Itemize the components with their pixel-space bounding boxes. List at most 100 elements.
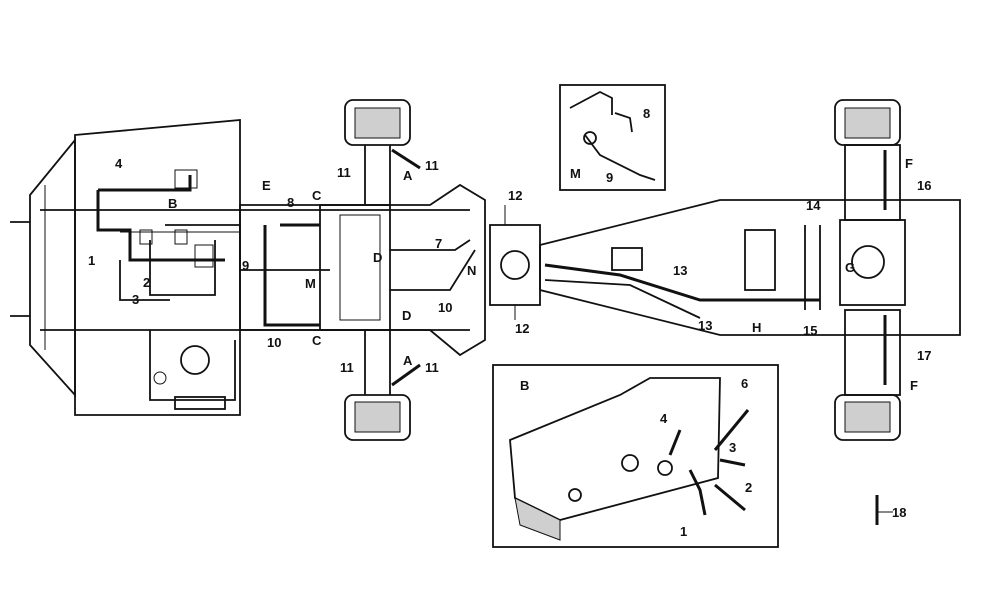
fitting-front [153, 371, 167, 385]
detail-B-port-1 [621, 454, 639, 472]
pump-body [180, 345, 210, 375]
front-spindle-top [364, 145, 391, 205]
letter-F-top: F [905, 156, 913, 171]
detail-M [559, 84, 666, 191]
letter-N: N [467, 263, 476, 278]
line-13 [544, 263, 820, 302]
detail-B-line6 [713, 409, 750, 451]
letter-D-lower: D [402, 308, 411, 323]
front-nose [29, 137, 76, 398]
junction-block [194, 244, 214, 268]
callout-17: 17 [917, 348, 931, 363]
letter-H: H [752, 320, 761, 335]
detail-B-base [514, 497, 561, 541]
detail-M-line8 [614, 112, 633, 133]
front-body [10, 119, 470, 416]
line-to-joint [390, 249, 476, 291]
detail-M-frame [559, 84, 666, 191]
front-axle-section [239, 99, 486, 441]
callout-3: 3 [132, 292, 139, 307]
mark-18 [875, 495, 893, 525]
joint-box [489, 224, 541, 306]
brake-line-lower [263, 225, 320, 327]
detail-B-line3 [719, 458, 746, 467]
callout-8: 8 [287, 195, 294, 210]
line-to-joint-2 [390, 239, 471, 251]
callout-9: 9 [242, 258, 249, 273]
letter-B-main: B [168, 196, 177, 211]
front-wheel-bottom [344, 394, 411, 441]
detail-B-label-2: 2 [745, 480, 752, 495]
detail-B-frame [492, 364, 779, 548]
connector-b [174, 229, 188, 245]
letter-E: E [262, 178, 271, 193]
letter-M-frame: M [305, 276, 316, 291]
detail-M-label-9: 9 [606, 170, 613, 185]
detail-B-port-3 [568, 488, 582, 502]
rear-wheel-bottom-hub [844, 401, 891, 433]
harness-loop [149, 240, 216, 296]
letter-D-upper: D [373, 250, 382, 265]
detail-B-label-4: 4 [660, 411, 668, 426]
letter-F-bottom: F [910, 378, 918, 393]
callout-16: 16 [917, 178, 931, 193]
articulation-joint [489, 205, 541, 320]
callout-14: 14 [806, 198, 821, 213]
callout-13-top: 13 [673, 263, 687, 278]
callout-12-top: 12 [508, 188, 522, 203]
front-wheel-bottom-hub [354, 401, 401, 433]
callout-11-br: 11 [425, 360, 439, 375]
rear-frame-outline [539, 199, 961, 336]
detail-B [492, 364, 779, 548]
callout-1: 1 [88, 253, 95, 268]
callout-15: 15 [803, 323, 817, 338]
letter-C-bottom: C [312, 333, 322, 348]
harness-lower [119, 260, 170, 301]
detail-M-bracket [569, 90, 613, 115]
callout-11-tr: 11 [425, 158, 439, 173]
rear-upper-housing [844, 144, 901, 221]
front-spindle-bottom [364, 330, 391, 395]
mid-frame [239, 183, 486, 357]
axle-inner [339, 214, 381, 321]
callout-18: 18 [892, 505, 906, 520]
callout-12-bottom: 12 [515, 321, 529, 336]
detail-B-line2 [714, 483, 746, 512]
detail-M-fitting [583, 131, 597, 145]
detail-M-title: M [570, 166, 581, 181]
lower-plate [174, 396, 226, 410]
harness-main [96, 190, 225, 262]
callout-11-tl: 11 [337, 165, 351, 180]
callout-11-bl: 11 [340, 360, 354, 375]
joint-pivot [500, 250, 530, 280]
callout-4: 4 [115, 156, 123, 171]
detail-M-label-8: 8 [643, 106, 650, 121]
detail-B-label-6: 6 [741, 376, 748, 391]
detail-B-label-1: 1 [680, 524, 687, 539]
line-13b [544, 279, 701, 319]
connector-a [139, 229, 153, 245]
rear-valve [611, 247, 643, 271]
letter-A-top: A [403, 168, 413, 183]
detail-B-port-2 [657, 460, 673, 476]
detail-B-housing [509, 377, 721, 521]
callout-10-left: 10 [267, 335, 281, 350]
relay-box [174, 169, 198, 189]
callout-2: 2 [143, 275, 150, 290]
callout-10-right: 10 [438, 300, 452, 315]
detail-B-title: B [520, 378, 529, 393]
hose-A-top [391, 148, 421, 170]
axle-housing [319, 204, 391, 331]
lower-bracket [149, 330, 236, 401]
letter-G: G [845, 260, 855, 275]
detail-B-label-3: 3 [729, 440, 736, 455]
front-wheel-top-hub [354, 107, 401, 139]
rear-lower-housing [844, 309, 901, 396]
rear-frame [539, 99, 961, 441]
detail-M-hose [584, 134, 656, 181]
letter-C-top: C [312, 188, 322, 203]
letter-A-bottom: A [403, 353, 413, 368]
harness-upper [98, 175, 192, 192]
callouts: 4 1 2 3 9 8 7 10 10 11 11 11 11 12 12 13… [88, 106, 931, 539]
